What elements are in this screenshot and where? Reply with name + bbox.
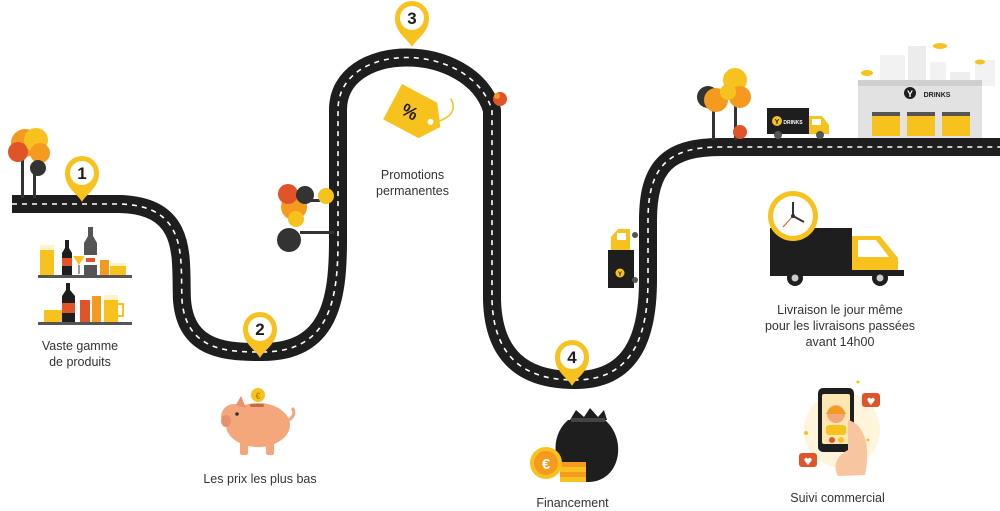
step-3-label-line-1: Promotions	[380, 168, 445, 182]
svg-text:3: 3	[407, 9, 416, 28]
step-5-label-line-3: avant 14h00	[805, 335, 875, 349]
step-4-label-line-1: Financement	[536, 496, 609, 510]
step-6-label-line-1: Suivi commercial	[790, 491, 885, 505]
tree-right-icon	[697, 68, 751, 140]
svg-text:♥: ♥	[804, 457, 813, 468]
step-1-label-line-2: de produits	[49, 355, 111, 369]
warehouse-icon: Y DRINKS	[858, 43, 995, 138]
svg-text:1: 1	[77, 164, 86, 183]
leaf-icon	[493, 92, 507, 106]
step-4-label: Financement	[515, 495, 630, 511]
pin-step-1: 1	[65, 156, 99, 202]
step-5-label-line-2: pour les livraisons passées	[764, 319, 916, 333]
svg-text:DRINKS: DRINKS	[924, 92, 951, 99]
truck-on-road-icon: Y	[608, 229, 638, 288]
piggy-bank-icon: €	[221, 388, 296, 455]
pin-step-4: 4	[555, 340, 589, 386]
step-6-label: Suivi commercial	[770, 490, 905, 506]
tree-left-icon	[8, 128, 50, 198]
svg-text:2: 2	[255, 320, 264, 339]
money-bag-icon: €	[530, 408, 619, 482]
step-3-label-line-2: permanentes	[376, 184, 449, 198]
svg-text:Y: Y	[907, 89, 913, 99]
tree-middle-icon	[277, 184, 334, 252]
clock-truck-icon	[768, 191, 904, 286]
step-5-label-line-1: Livraison le jour même	[777, 303, 903, 317]
svg-text:€: €	[255, 391, 260, 401]
step-1-label: Vaste gamme de produits	[20, 338, 140, 370]
svg-text:♥: ♥	[867, 397, 876, 408]
pin-step-3: 3	[395, 1, 429, 47]
delivery-truck-icon: Y DRINKS	[767, 108, 829, 139]
step-3-label: Promotions permanentes	[355, 167, 470, 199]
svg-text:Y: Y	[618, 272, 622, 278]
step-2-label-line-1: Les prix les plus bas	[203, 472, 317, 486]
phone-hand-icon: ♥ ♥	[799, 380, 880, 476]
step-5-label: Livraison le jour même pour les livraiso…	[755, 302, 925, 350]
bottles-shelf-icon	[38, 227, 132, 325]
step-2-label: Les prix les plus bas	[185, 471, 335, 487]
svg-text:Y: Y	[775, 119, 780, 126]
pin-step-2: 2	[243, 312, 277, 358]
step-1-label-line-1: Vaste gamme	[41, 339, 119, 353]
percent-tag-icon: %	[383, 84, 454, 139]
svg-text:€: €	[542, 456, 551, 473]
svg-text:DRINKS: DRINKS	[783, 120, 803, 126]
winding-road	[12, 48, 1000, 389]
svg-text:4: 4	[567, 348, 577, 367]
